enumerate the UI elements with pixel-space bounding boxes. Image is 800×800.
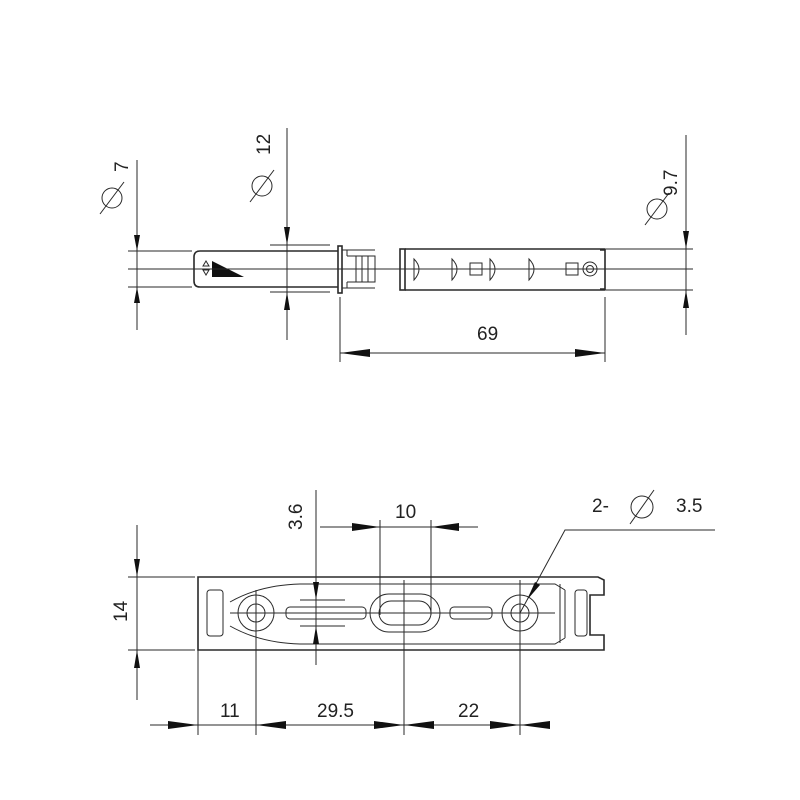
diameter-icon — [99, 181, 125, 215]
dim-height-label: 14 — [111, 600, 132, 622]
dimension-height: 14 — [111, 525, 195, 700]
end-slot — [206, 589, 224, 637]
dim-first-hole-label: 11 — [220, 701, 240, 722]
dimension-body-diameter: 9.7 — [605, 135, 693, 335]
dimension-chain: 11 29.5 22 — [150, 580, 550, 735]
dim-body-length-label: 69 — [477, 324, 498, 345]
dim-rod-diameter-label: 7 — [112, 161, 133, 172]
dimension-slot: 10 — [320, 502, 478, 615]
dim-rib-label: 3.6 — [286, 504, 307, 530]
dim-hole-count-label: 2- — [592, 496, 609, 517]
dimension-rib: 3.6 — [286, 490, 345, 665]
dim-center-label: 29.5 — [317, 701, 354, 722]
dim-slot-label: 10 — [395, 502, 416, 523]
base-inner — [229, 583, 566, 645]
diameter-icon — [629, 489, 655, 525]
dim-second-hole-label: 22 — [458, 701, 479, 722]
top-view: 7 12 9.7 69 — [99, 128, 693, 362]
bottom-view: 14 3.6 10 2- 3.5 11 29.5 22 — [111, 489, 715, 735]
dim-body-diameter-label: 9.7 — [661, 170, 682, 196]
diameter-icon — [249, 169, 275, 203]
end-clip — [574, 589, 588, 637]
base-outline — [197, 576, 605, 651]
dimension-hole-diameter: 2- 3.5 — [519, 489, 715, 614]
dimension-collar-diameter: 12 — [249, 128, 330, 340]
dim-hole-diameter-label: 3.5 — [676, 496, 702, 517]
dimension-body-length: 69 — [339, 297, 606, 362]
diameter-icon — [644, 192, 670, 226]
dim-collar-diameter-label: 12 — [254, 134, 275, 155]
dimension-rod-diameter: 7 — [99, 160, 192, 330]
